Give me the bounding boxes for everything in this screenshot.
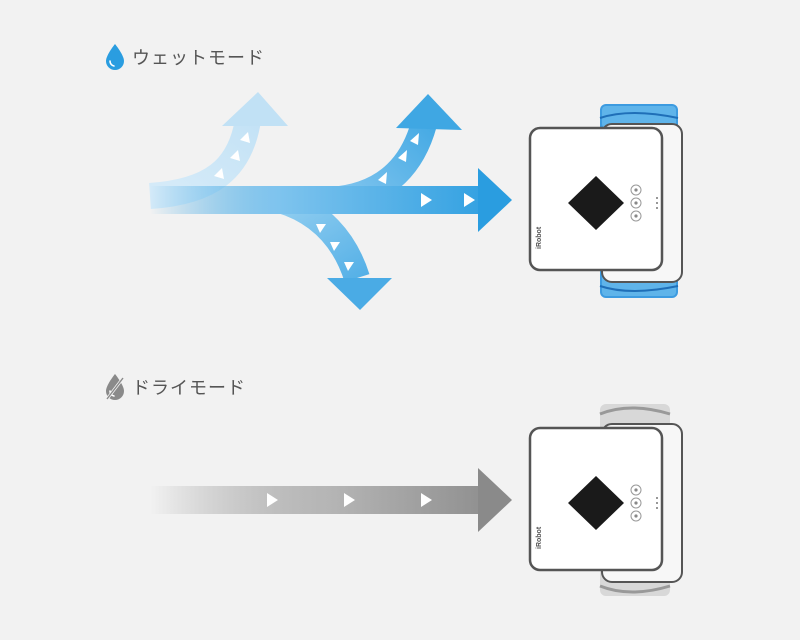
robot-wet: iRobot [528,104,683,298]
dry-direction-chevrons [267,493,432,507]
robot-diamond-window [568,476,624,530]
wet-mode-label: ウェットモード [104,42,265,72]
robot-dry: iRobot [528,404,683,596]
robot-buttons [630,484,658,522]
wet-direction-chevrons [214,132,475,271]
robot-brand-logo: iRobot [536,226,543,249]
robot-buttons [630,184,658,222]
dry-mode-arrow [150,468,512,532]
wet-mode-text: ウェットモード [132,48,265,69]
wet-branch-upper-left [148,92,288,209]
wet-mode-arrows [148,92,512,310]
wet-branch-down [275,187,392,310]
wet-branch-upper-right [328,94,462,213]
dry-mode-label: ドライモード [104,372,246,402]
water-drop-icon [104,43,126,71]
slashed-drop-icon [104,373,126,401]
robot-brand-logo: iRobot [536,526,543,549]
robot-diamond-window [568,176,624,230]
dry-mode-text: ドライモード [132,378,246,399]
